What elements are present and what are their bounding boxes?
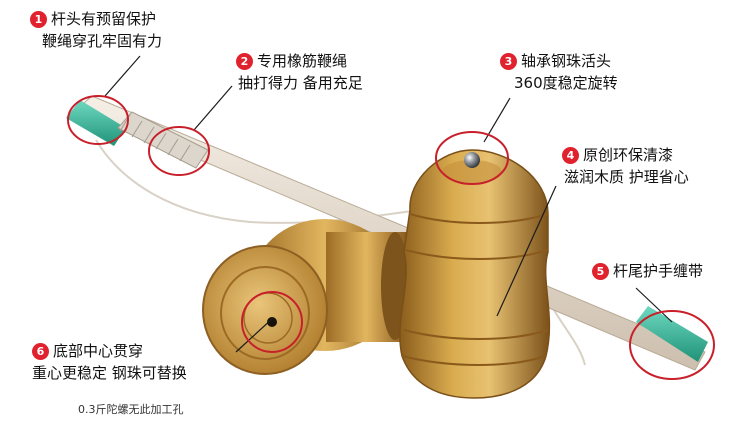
callout-lines: [104, 55, 673, 353]
annotation-1-line1: 杆头有预留保护: [51, 10, 157, 28]
annotation-1-line2: 鞭绳穿孔牢固有力: [42, 32, 163, 50]
badge-4: 4: [562, 146, 579, 164]
annotation-4-line2: 滋润木质 护理省心: [564, 168, 689, 186]
large-spinning-top: [399, 149, 551, 399]
badge-6: 6: [32, 342, 49, 360]
annotation-6-line2: 重心更稳定 钢珠可替换: [32, 364, 187, 382]
small-spinning-top: [202, 219, 409, 375]
annotation-5-line1: 杆尾护手缠带: [613, 262, 704, 280]
annotation-4-line1: 原创环保清漆: [583, 146, 674, 164]
badge-2: 2: [236, 52, 253, 70]
badge-3: 3: [500, 52, 517, 70]
annotation-2-line2: 抽打得力 备用充足: [238, 74, 363, 92]
annotation-3-line1: 轴承钢珠活头: [521, 52, 612, 70]
badge-5: 5: [592, 262, 609, 280]
annotation-6-line1: 底部中心贯穿: [53, 342, 144, 360]
callout-rings: [67, 95, 715, 380]
footnote: 0.3斤陀螺无此加工孔: [78, 403, 184, 416]
annotation-2-line1: 专用橡筋鞭绳: [257, 52, 348, 70]
annotation-3-line2: 360度稳定旋转: [514, 74, 618, 92]
badge-1: 1: [30, 10, 47, 28]
